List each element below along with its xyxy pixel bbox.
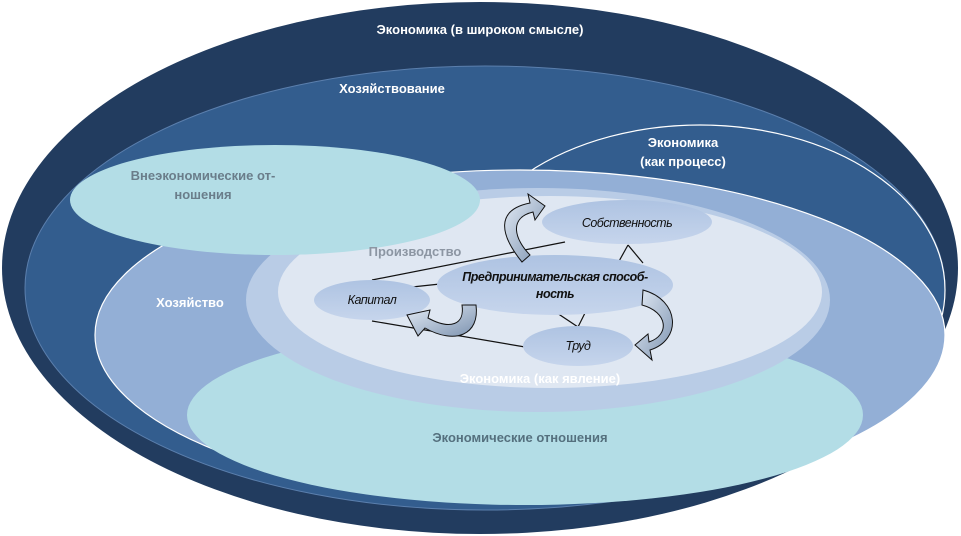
entrepreneurship-label-1: Предпринимательская способ-	[462, 270, 648, 284]
curved-arrow-left	[406, 304, 477, 337]
non-economic-label-2: ношения	[174, 187, 231, 202]
labor-label: Труд	[566, 339, 592, 353]
entrepreneurship-ellipse	[437, 255, 673, 315]
labor-ellipse	[523, 326, 633, 366]
economy-broad-label: Экономика (в широком смысле)	[377, 22, 584, 37]
curved-arrow-top	[504, 192, 546, 263]
economy-process-label-1: Экономика	[648, 135, 719, 150]
household-label: Хозяйство	[156, 295, 224, 310]
economy-process-label-2: (как процесс)	[640, 154, 726, 169]
curved-arrow-right	[634, 289, 673, 362]
non-economic-ellipse	[70, 145, 480, 255]
capital-label: Капитал	[348, 293, 397, 307]
property-label: Собственность	[582, 216, 672, 230]
economy-phenomenon-label: Экономика (как явление)	[460, 371, 620, 386]
production-label: Производство	[369, 244, 462, 259]
non-economic-label-1: Внеэкономические от-	[131, 168, 276, 183]
entrepreneurship-label-2: ность	[536, 287, 574, 301]
economic-relations-label: Экономические отношения	[432, 430, 607, 445]
capital-ellipse	[314, 280, 430, 320]
management-label: Хозяйствование	[339, 81, 445, 96]
property-ellipse	[542, 200, 712, 244]
